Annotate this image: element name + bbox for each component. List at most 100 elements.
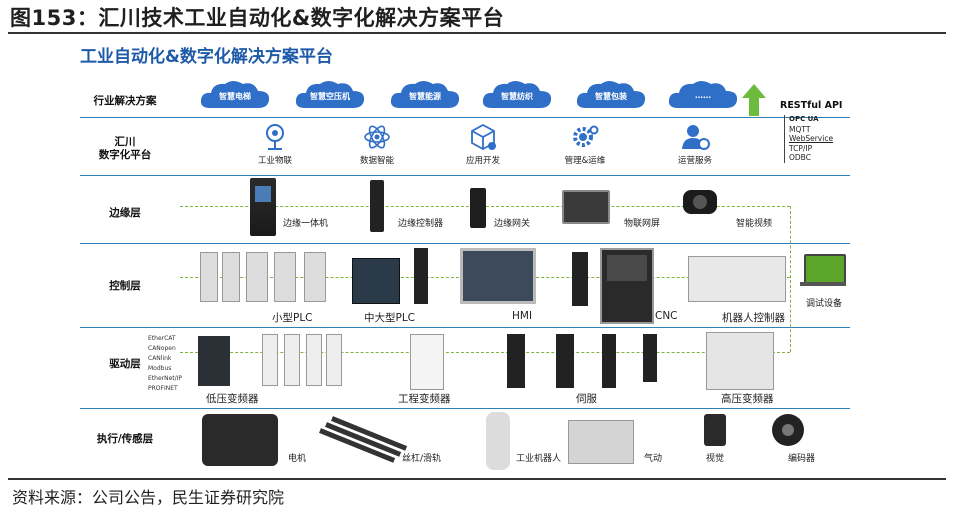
- cloud-label: 智慧电梯: [219, 92, 251, 101]
- edge-device-label: 边缘网关: [494, 219, 531, 229]
- protocol-tcpip: TCP/IP: [789, 143, 813, 153]
- api-protocol-list: OPC UA MQTT WebService TCP/IP ODBC: [784, 115, 833, 163]
- cloud-smart-elevator: 智慧电梯: [198, 78, 272, 112]
- atom-icon: [364, 125, 390, 149]
- large-plc-module: [414, 248, 428, 304]
- cnc-drive-module: [572, 252, 588, 306]
- pneumatic-device: [568, 420, 634, 464]
- laptop-icon: [804, 254, 846, 284]
- low-voltage-inverter-group: [262, 334, 342, 386]
- cloud-label: 智慧能源: [409, 92, 441, 101]
- cloud-smart-textile: 智慧纺织: [480, 78, 554, 112]
- row-label-platform-line1: 汇川: [114, 136, 136, 148]
- band-line-3: [80, 243, 850, 244]
- band-line-5: [80, 408, 850, 409]
- cloud-label: ……: [695, 91, 711, 100]
- control-device-label: 小型PLC: [272, 312, 313, 324]
- execution-device-label: 编码器: [788, 454, 816, 464]
- vertical-network-line: [790, 206, 791, 352]
- servo-drive-4: [643, 334, 657, 382]
- execution-device-label: 工业机器人: [516, 454, 562, 464]
- control-device-label: CNC: [655, 310, 678, 322]
- gear-icon: [573, 125, 599, 147]
- platform-operation: 运营服务: [660, 122, 730, 166]
- protocol-webservice: WebService: [789, 134, 834, 143]
- edge-controller-device: [370, 180, 384, 232]
- platform-label: 数据智能: [359, 156, 394, 166]
- cloud-smart-packaging: 智慧包装: [574, 78, 648, 112]
- platform-manage-ops: 管理&运维: [550, 122, 620, 166]
- small-plc-device: [200, 252, 328, 302]
- cloud-more: ……: [666, 78, 740, 112]
- protocol-odbc: ODBC: [789, 153, 811, 162]
- cloud-label: 智慧包装: [595, 92, 627, 101]
- cloud-smart-compressor: 智慧空压机: [293, 78, 367, 112]
- row-label-drive: 驱动层: [109, 358, 141, 370]
- motor-device: [202, 414, 278, 466]
- edge-device-label: 边缘一体机: [283, 219, 329, 229]
- row-label-execution: 执行/传感层: [96, 433, 154, 445]
- platform-app-dev: 应用开发: [448, 122, 518, 166]
- low-voltage-inverter-device: [198, 336, 230, 386]
- protocol-canlink: CANlink: [148, 355, 172, 362]
- iot-icon: [266, 124, 284, 150]
- protocol-ethercat: EtherCAT: [148, 335, 176, 342]
- row-label-control: 控制层: [109, 280, 141, 292]
- execution-device-label: 丝杠/滑轨: [402, 454, 442, 464]
- drive-network-line: [180, 352, 790, 353]
- bottom-rule: [8, 478, 946, 480]
- band-line-1: [80, 117, 850, 118]
- screw-rail-device: [319, 416, 408, 464]
- vision-camera-device: [704, 414, 726, 446]
- smart-camera-device: [683, 190, 717, 214]
- up-arrow-icon: [742, 84, 766, 116]
- industrial-robot-device: [486, 412, 510, 470]
- platform-data-intel: 数据智能: [342, 122, 412, 166]
- figure-title: 图153：汇川技术工业自动化&数字化解决方案平台: [10, 6, 505, 30]
- bus-protocol-list: EtherCAT CANopen CANlink Modbus EtherNet…: [148, 334, 196, 404]
- diagram-title: 工业自动化&数字化解决方案平台: [80, 47, 333, 67]
- hmi-device: [460, 248, 536, 304]
- platform-label: 管理&运维: [564, 156, 606, 166]
- edge-all-in-one-device: [250, 178, 276, 236]
- protocol-ethernet-ip: EtherNet/IP: [148, 375, 183, 382]
- cloud-label: 智慧纺织: [501, 92, 533, 101]
- protocol-opc-ua: OPC UA: [789, 115, 819, 123]
- row-label-industry: 行业解决方案: [93, 95, 157, 107]
- row-label-platform-line2: 数字化平台: [98, 149, 152, 161]
- drive-device-label: 工程变频器: [398, 393, 451, 405]
- execution-device-label: 电机: [288, 454, 307, 464]
- large-plc-device: [352, 258, 400, 304]
- encoder-device: [772, 414, 804, 446]
- protocol-modbus: Modbus: [148, 365, 172, 372]
- laptop-base: [800, 282, 846, 286]
- protocol-mqtt: MQTT: [789, 124, 811, 134]
- execution-device-label: 气动: [644, 454, 663, 464]
- band-line-2: [80, 175, 850, 176]
- iot-screen-device: [562, 190, 610, 224]
- control-device-label: 中大型PLC: [364, 312, 416, 324]
- cube-icon: [471, 123, 496, 151]
- servo-drive-1: [507, 334, 525, 388]
- servo-drive-3: [602, 334, 616, 388]
- drive-device-label: 低压变频器: [206, 393, 259, 405]
- servo-drive-2: [556, 334, 574, 388]
- drive-device-label: 伺服: [576, 393, 597, 405]
- row-label-edge: 边缘层: [109, 207, 141, 219]
- protocol-profinet: PROFINET: [148, 385, 178, 392]
- platform-iot: 工业物联: [240, 122, 310, 166]
- control-device-label: HMI: [512, 310, 533, 322]
- high-voltage-inverter-device: [706, 332, 774, 390]
- execution-device-label: 视觉: [706, 454, 725, 464]
- drive-device-label: 高压变频器: [721, 393, 774, 405]
- row-label-platform: 汇川 数字化平台: [80, 136, 170, 162]
- engineering-inverter-device: [410, 334, 444, 390]
- edge-gateway-device: [470, 188, 486, 228]
- band-line-4: [80, 327, 850, 328]
- control-device-label: 调试设备: [806, 299, 843, 309]
- edge-device-label: 边缘控制器: [398, 219, 444, 229]
- cloud-label: 智慧空压机: [310, 92, 350, 101]
- figure-source: 资料来源：公司公告，民生证券研究院: [12, 488, 285, 507]
- api-title: RESTful API: [780, 100, 843, 111]
- cnc-device: [600, 248, 654, 324]
